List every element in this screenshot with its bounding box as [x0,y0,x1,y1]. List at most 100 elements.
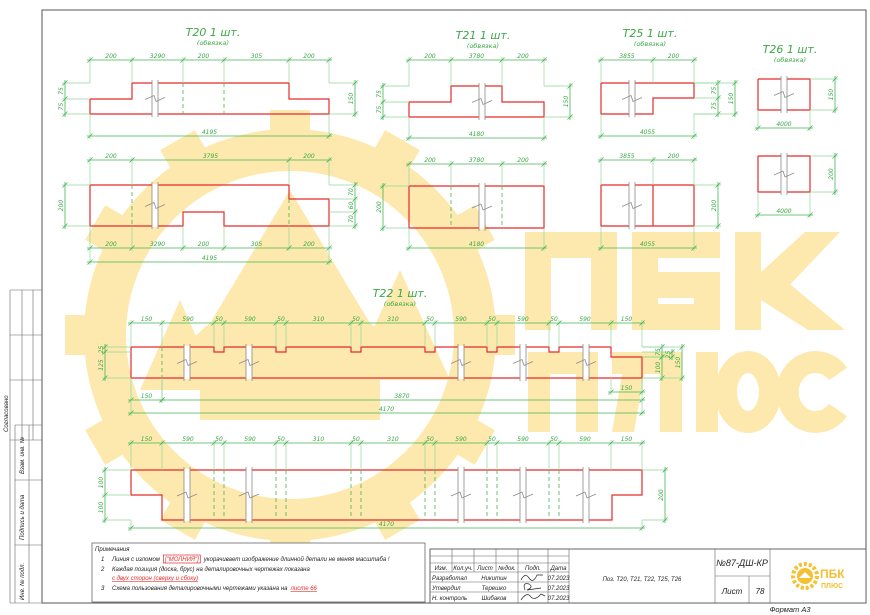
dimension-tick [286,245,292,251]
dimension-tick [567,83,573,89]
dimension-tick [650,157,656,163]
dimension-tick [499,57,505,63]
lightning-break-icon [773,90,795,99]
dimension-label: 150 [621,385,633,392]
lightning-break-icon [575,358,597,367]
dimension-tick [348,320,354,326]
dimension-tick [406,135,412,141]
dimension-tick [639,525,645,531]
dimension-tick [669,349,675,355]
dimension-tick [832,107,838,113]
dimension-tick [87,133,93,139]
row-1-date: 07.2023 [548,576,570,582]
header-izm: Изм. [435,566,448,572]
logo-text-2: ПЛЮС [821,583,843,590]
dimension-tick [715,223,721,229]
note-3-num: 3 [101,586,105,592]
dimension-label: 60 [348,202,355,210]
dimension-label: 50 [215,316,223,323]
dimension-label: 310 [313,436,325,443]
lightning-break-icon [621,201,643,210]
dimension-tick [541,135,547,141]
dimension-tick [380,83,386,89]
dimension-tick [221,245,227,251]
row-1-name: Никитин [481,576,507,582]
dimension-label: 100 [98,502,105,514]
dimension-label: 4180 [469,131,484,138]
dimension-label: 50 [352,316,360,323]
dimension-tick [87,157,93,163]
dimension-label: 50 [550,316,558,323]
dimension-tick [352,223,358,229]
dimension-tick [598,245,604,251]
note-1-num: 1 [101,557,104,563]
watermark-gear-tooth [270,110,310,150]
t25-title: Т25 1 шт. [623,27,678,40]
lightning-break-icon [512,491,534,499]
t26-title: Т26 1 шт. [763,43,818,56]
note-2-text: Каждая позиция (доска, брус) на деталиро… [112,567,310,573]
dimension-tick [807,125,813,131]
note-3-link[interactable]: листе 66 [289,586,317,592]
dimension-tick [221,320,227,326]
dimension-label: 310 [387,316,399,323]
dimension-tick [159,320,165,326]
dimension-label: 75 [376,90,383,98]
dimension-label: 200 [668,153,680,160]
dimension-tick [732,80,738,86]
dimension-label: 150 [728,93,735,105]
dimension-tick [679,344,685,350]
note-2-link[interactable]: с двух сторон (сверху и сбоку) [112,576,198,582]
dimension-tick [715,95,721,101]
note-1-text: Линия с изломом [111,557,160,563]
lightning-break-icon [238,358,260,367]
row-3-role: Н. контроль [432,596,467,602]
row-2-role: Утвердил [431,586,461,592]
dimension-tick [102,467,108,473]
sheet-number: 78 [756,587,765,596]
dimension-label: 590 [455,436,467,443]
dimension-label: 50 [352,436,360,443]
dimension-tick [432,320,438,326]
row-3-date: 07.2023 [548,596,570,602]
dimension-tick [326,157,332,163]
dimension-tick [102,344,108,350]
dimension-tick [352,182,358,188]
dimension-tick [598,157,604,163]
note-3-text: Схема пользования деталировочными чертеж… [112,586,288,592]
dimension-tick [546,320,552,326]
lightning-break-icon [238,491,260,499]
dimension-label: 200 [303,153,315,160]
dimension-label: 4000 [776,121,791,128]
watermark-house-roof [180,250,400,350]
dimension-label: 50 [426,436,434,443]
dimension-label: 4195 [202,255,217,262]
watermark-gear-tooth [85,410,140,465]
dimension-tick [62,182,68,188]
notes-box: Примечания 1 Линия с изломом ["МОЛНИЯ"] … [91,542,426,603]
dimension-tick [129,57,135,63]
dimension-tick [102,375,108,381]
dimension-tick [62,96,68,102]
dimension-label: 200 [658,489,665,501]
dimension-label: 200 [198,241,210,248]
dimension-tick [326,57,332,63]
watermark-letter-stroke [660,352,682,432]
dimension-label: 50 [426,316,434,323]
dimension-tick [832,189,838,195]
watermark-house-body [200,350,380,420]
dimension-tick [286,57,292,63]
dimension-label: 200 [424,157,436,164]
dimension-tick [221,440,227,446]
dimension-label: 590 [182,436,194,443]
dimension-tick [832,76,838,82]
dimension-label: 200 [303,241,315,248]
dimension-tick [352,196,358,202]
dimension-tick [669,354,675,360]
lightning-break-icon [512,358,534,367]
dimension-label: 3855 [619,153,634,160]
dimension-label: 310 [313,316,325,323]
dimension-label: 3855 [619,53,634,60]
lightning-break-icon [450,358,472,367]
dimension-tick [639,389,645,395]
